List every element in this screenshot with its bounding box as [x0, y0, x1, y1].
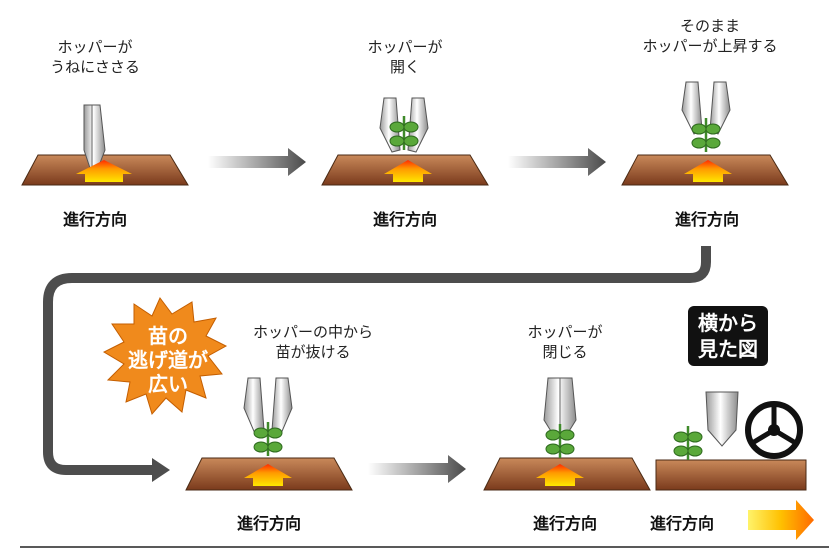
- step-4-direction: 進行方向: [236, 514, 301, 533]
- step-3-illustration: [621, 81, 789, 186]
- step-1-direction: 進行方向: [62, 210, 127, 229]
- step-2-illustration: [321, 97, 489, 186]
- burst-text: 苗の 逃げ道が 広い: [128, 324, 208, 396]
- direction-arrow: [748, 500, 814, 540]
- step-3-caption: そのまま ホッパーが上昇する: [642, 17, 778, 55]
- flow-arrow-1: [208, 148, 306, 176]
- burst-badge: [102, 297, 228, 416]
- side-view-label: 横から 見た図: [688, 306, 768, 366]
- step-2-direction: 進行方向: [372, 210, 437, 229]
- glow-arrow: [76, 160, 132, 182]
- step-4-caption: ホッパーの中から 苗が抜ける: [252, 323, 373, 361]
- step-5-caption: ホッパーが 閉じる: [527, 323, 603, 361]
- step-5-direction: 進行方向: [532, 514, 597, 533]
- step-1-illustration: [21, 104, 189, 186]
- step-2-caption: ホッパーが 開く: [367, 38, 443, 76]
- flow-arrow-3: [368, 455, 466, 483]
- connector-arrow: [43, 246, 711, 475]
- flow-arrow-2: [508, 148, 606, 176]
- step-1-caption: ホッパーが うねにささる: [50, 38, 140, 76]
- hopper-side: [705, 391, 739, 447]
- hopper-closed: [83, 104, 106, 169]
- step-6-direction: 進行方向: [650, 514, 715, 533]
- step-4-illustration: [185, 377, 353, 491]
- side-view-illustration: [655, 391, 807, 491]
- step-3-direction: 進行方向: [674, 210, 739, 229]
- step-5-illustration: [483, 377, 651, 491]
